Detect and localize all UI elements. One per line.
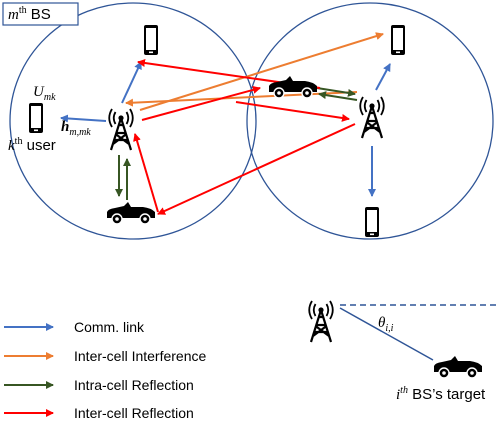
target-label: ith BS’s target bbox=[396, 385, 486, 403]
cell-label: mth BS bbox=[8, 5, 51, 23]
intra-reflection-left bbox=[318, 91, 358, 101]
tower-icon bbox=[108, 107, 134, 152]
inter-reflection-right-bs-to-car bbox=[157, 123, 356, 215]
comm-link-right-top bbox=[375, 63, 391, 91]
interference-left-to-right bbox=[139, 32, 384, 111]
legend-label-comm: Comm. link bbox=[74, 319, 145, 335]
phone-icon bbox=[29, 103, 43, 133]
right-cell-boundary bbox=[246, 2, 494, 240]
legend-label-interference: Inter-cell Interference bbox=[74, 348, 206, 364]
car-icon bbox=[106, 201, 156, 225]
phone-icon bbox=[365, 207, 379, 237]
legend: Comm. link Inter-cell Interference Intra… bbox=[4, 319, 206, 421]
target-direction-line bbox=[339, 307, 434, 361]
tower-icon bbox=[308, 299, 334, 344]
phone-icon bbox=[144, 25, 158, 55]
left-cell-boundary bbox=[9, 2, 257, 240]
legend-label-inter: Inter-cell Reflection bbox=[74, 405, 194, 421]
comm-link-left-top bbox=[121, 61, 142, 104]
tower-icon bbox=[359, 95, 385, 140]
inter-reflection-car-to-left-bs bbox=[133, 133, 159, 213]
user-symbol: Umk bbox=[33, 84, 56, 103]
user-label: kth user bbox=[8, 136, 56, 154]
angle-symbol: θi,i bbox=[378, 315, 394, 334]
phone-icon bbox=[391, 25, 405, 55]
intra-reflection-right bbox=[316, 87, 356, 97]
inter-reflection-to-right-bs bbox=[235, 101, 350, 122]
cell-label-box bbox=[2, 2, 79, 26]
inter-reflection-left-to-car bbox=[141, 85, 261, 121]
channel-symbol: hm,mk bbox=[61, 119, 91, 138]
legend-label-intra: Intra-cell Reflection bbox=[74, 377, 194, 393]
comm-link-left-user bbox=[60, 114, 107, 123]
car-icon bbox=[433, 355, 483, 379]
